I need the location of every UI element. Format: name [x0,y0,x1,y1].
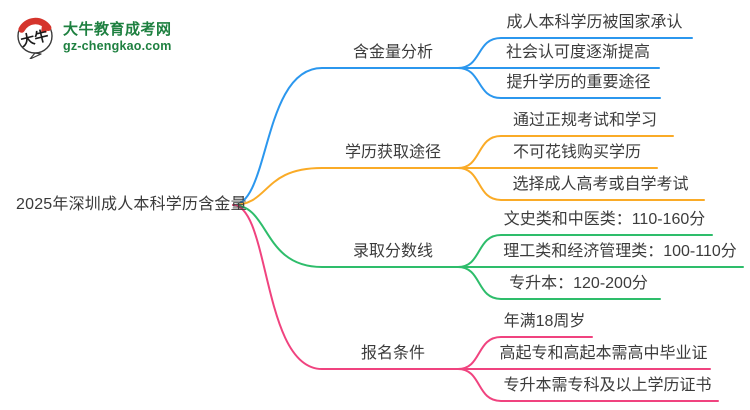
branch-node-4[interactable]: 报名条件 [360,345,425,362]
branch-node-3[interactable]: 录取分数线 [352,243,433,260]
leaf-node[interactable]: 高起专和高起本需高中毕业证 [499,345,708,362]
leaf-node[interactable]: 年满18周岁 [503,313,586,330]
connector-line [457,67,661,99]
connector-line [232,204,459,370]
connector-line [232,204,459,268]
red-hat-icon [18,17,52,33]
leaf-node[interactable]: 通过正规考试和学习 [512,112,657,129]
connector-line [457,266,661,300]
logo-badge-text: 大牛 [19,27,50,49]
red-seal-icon [41,25,48,33]
leaf-node[interactable]: 选择成人高考或自学考试 [512,176,689,193]
leaf-node[interactable]: 文史类和中医类：110-160分 [503,211,706,228]
logo-title: 大牛教育成考网 [63,21,172,38]
root-node[interactable]: 2025年深圳成人本科学历含金量 [16,196,247,213]
connector-line [457,368,719,402]
connector-line [457,135,674,169]
logo-domain: gz-chengkao.com [63,39,172,53]
leaf-node[interactable]: 社会认可度逐渐提高 [505,44,650,61]
leaf-node[interactable]: 提升学历的重要途径 [506,74,651,91]
speech-bubble-tail [29,52,42,59]
logo-wordmark: 大牛教育成考网 gz-chengkao.com [63,20,172,54]
branch-node-2[interactable]: 学历获取途径 [344,144,441,161]
leaf-node[interactable]: 理工类和经济管理类：100-110分 [503,243,737,260]
connector-line [457,336,593,370]
connector-line [457,234,713,268]
connector-line [457,37,693,69]
leaf-node[interactable]: 专升本需专科及以上学历证书 [503,377,712,394]
logo-badge-icon: 大牛 [17,17,53,59]
leaf-node[interactable]: 成人本科学历被国家承认 [506,14,683,31]
connector-line [232,67,459,206]
site-logo: 大牛 大牛教育成考网 gz-chengkao.com [13,15,172,59]
connector-line [457,167,705,201]
leaf-node[interactable]: 不可花钱购买学历 [512,144,641,161]
leaf-node[interactable]: 专升本：120-200分 [509,275,648,292]
branch-node-1[interactable]: 含金量分析 [352,44,433,61]
connector-line [232,167,459,206]
